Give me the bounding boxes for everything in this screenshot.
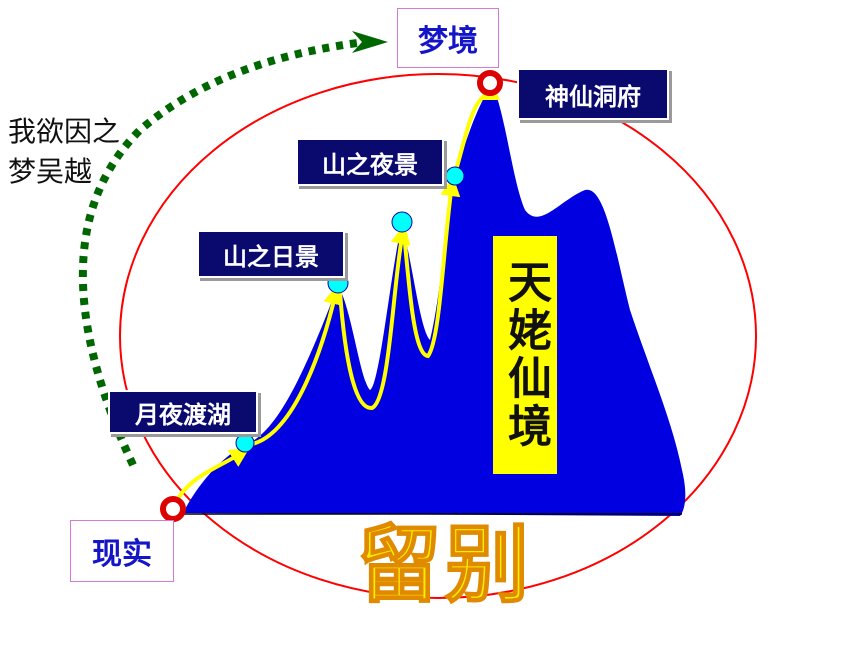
stage-label-lake-text: 月夜渡湖: [135, 400, 231, 429]
stage-label-immortal-cave: 神仙洞府: [517, 68, 669, 120]
poem-line-2: 梦吴越: [8, 155, 93, 188]
dream-arrowhead: [352, 31, 388, 53]
poem-line-1: 我欲因之: [8, 115, 121, 148]
node-mountain-night: [445, 166, 465, 186]
vertical-title-box: 天姥仙境: [493, 236, 557, 474]
stage-label-mountain-night: 山之夜景: [296, 138, 444, 186]
farewell-title: 留别: [350, 510, 540, 615]
journey-path: [172, 80, 500, 507]
dream-title-box: 梦境: [397, 8, 499, 68]
stage-label-mountain-day-text: 山之日景: [223, 242, 319, 271]
dream-arrow-arc: [78, 38, 366, 467]
mountain-silhouette: [183, 85, 686, 516]
reality-text: 现实: [92, 537, 152, 572]
stage-label-immortal-cave-text: 神仙洞府: [545, 82, 641, 111]
node-lake: [235, 433, 255, 453]
node-reality: [160, 496, 186, 522]
vertical-title-text: 天姥仙境: [500, 259, 551, 451]
poem-lines: 我欲因之 梦吴越: [8, 112, 120, 192]
node-immortal-cave: [477, 70, 503, 96]
dream-title-text: 梦境: [418, 24, 478, 59]
boundary-ellipse: [119, 73, 757, 599]
farewell-text: 留别: [356, 515, 533, 615]
stage-label-mountain-night-text: 山之夜景: [322, 150, 418, 179]
stage-label-mountain-day: 山之日景: [197, 230, 345, 278]
node-peak: [391, 211, 413, 233]
stage-label-lake: 月夜渡湖: [108, 390, 258, 434]
reality-box: 现实: [70, 520, 174, 582]
